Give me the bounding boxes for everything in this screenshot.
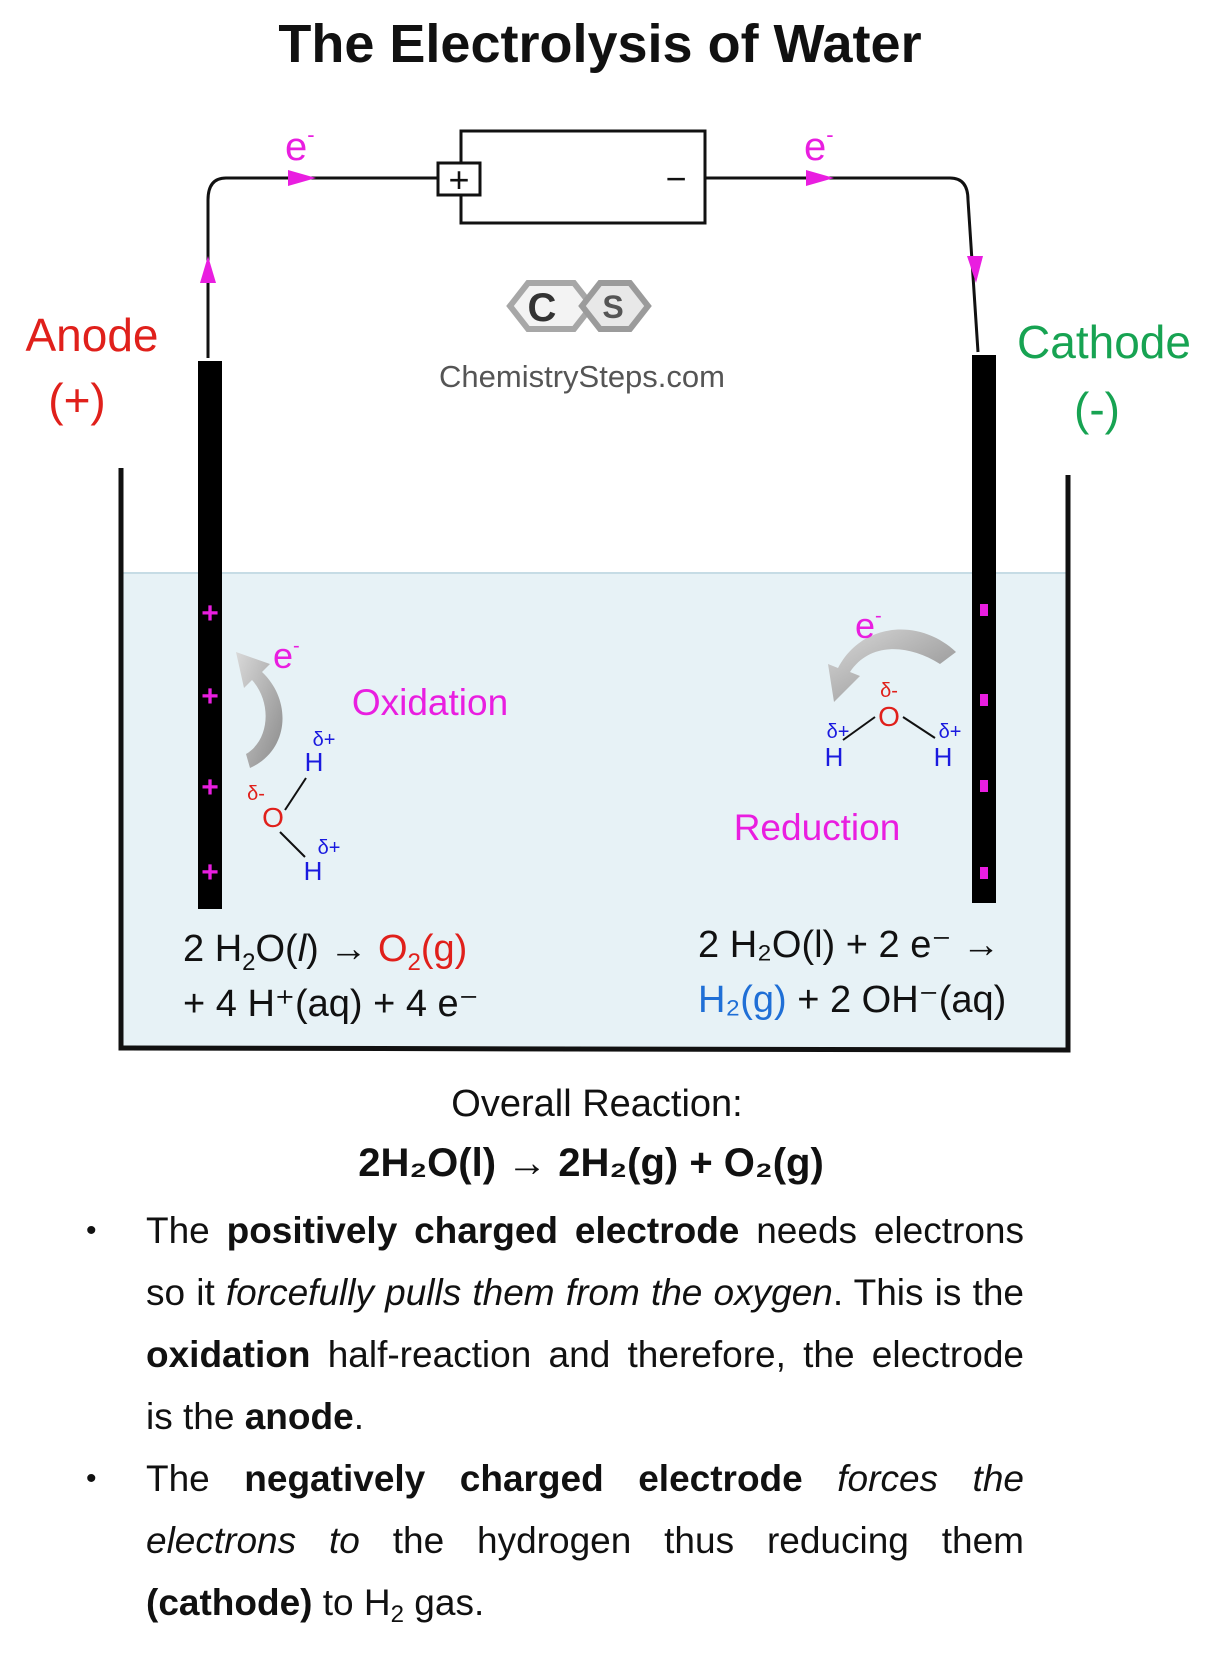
battery-negative-sign: − [665, 158, 686, 199]
oxidation-label: Oxidation [352, 682, 508, 723]
oxidation-delta-plus-top: δ+ [313, 729, 336, 751]
reduction-water-molecule: δ- O δ+ H δ+ H [825, 680, 962, 772]
svg-text:+: + [201, 856, 219, 889]
electrolysis-diagram: The Electrolysis of Water + − e- e- C S … [25, 14, 1191, 1185]
bullet-marker: • [86, 1462, 97, 1495]
oxidation-delta-minus: δ- [247, 783, 265, 805]
oxidation-water-molecule: δ+ H δ- O δ+ H [247, 729, 340, 886]
anode-electrode [198, 361, 222, 909]
anode-sign: (+) [48, 374, 106, 426]
reduction-label: Reduction [734, 807, 901, 848]
logo-letter-s: S [602, 289, 623, 325]
anode-label: Anode [25, 309, 158, 361]
reduction-hydrogen-left: H [825, 742, 844, 772]
oxidation-oxygen: O [262, 802, 284, 833]
watermark-logo: C S [506, 280, 652, 332]
electron-flow-arrow-right-down [967, 256, 983, 283]
logo-letter-c: C [528, 286, 557, 330]
beaker [118, 468, 1071, 1053]
anode-charge-marks: + + + + [201, 597, 219, 889]
electron-label-right: e- [804, 122, 834, 169]
reduction-electron-label: e- [855, 605, 882, 646]
oxidation-hydrogen-top: H [305, 747, 324, 777]
electron-flow-arrow-top-left [288, 170, 316, 186]
watermark-site: ChemistrySteps.com [439, 359, 725, 394]
cathode-electrode [972, 355, 996, 903]
bullet-text-anode: The positively charged electrode needs e… [146, 1210, 1024, 1437]
electron-label-left: e- [285, 122, 315, 169]
reduction-delta-minus: δ- [880, 680, 898, 702]
wire-right [705, 176, 980, 353]
reduction-delta-plus-left: δ+ [827, 721, 850, 743]
battery [459, 129, 707, 225]
oxidation-delta-plus-bottom: δ+ [318, 837, 341, 859]
overall-reaction-equation: 2H₂O(l) → 2H₂(g) + O₂(g) [358, 1141, 824, 1185]
bullet-marker: • [86, 1214, 97, 1247]
oxidation-electron-arrow [236, 652, 283, 768]
bullet-text-cathode: The negatively charged electrode forces … [146, 1458, 1024, 1629]
water-solution [121, 573, 1068, 1048]
cathode-charge-marks [980, 604, 988, 879]
svg-text:+: + [201, 771, 219, 804]
battery-positive-terminal [436, 161, 482, 197]
cathode-label: Cathode [1017, 316, 1191, 368]
reduction-delta-plus-right: δ+ [939, 721, 962, 743]
battery-positive-sign: + [448, 159, 469, 200]
reduction-hydrogen-right: H [934, 742, 953, 772]
svg-text:+: + [201, 680, 219, 713]
oxidation-hydrogen-bottom: H [304, 856, 323, 886]
reduction-equation-line2: H₂(g) + 2 OH⁻(aq) [698, 979, 1006, 1021]
oxidation-electron-label: e- [273, 635, 300, 676]
reduction-equation-line1: 2 H₂O(l) + 2 e⁻ → [698, 924, 1000, 966]
wire-left [206, 176, 440, 358]
electron-flow-arrow-left-up [200, 256, 216, 283]
overall-reaction-label: Overall Reaction: [451, 1083, 742, 1125]
page-title: The Electrolysis of Water [278, 14, 921, 74]
oxidation-equation-line1: 2 H2O(l) → O2(g) [183, 928, 467, 976]
cathode-sign: (-) [1074, 383, 1120, 435]
svg-text:+: + [201, 597, 219, 630]
reduction-electron-arrow [828, 629, 956, 702]
reduction-oxygen: O [878, 701, 900, 732]
oxidation-equation-line2: + 4 H⁺(aq) + 4 e⁻ [183, 983, 479, 1025]
electron-flow-arrow-top-right [806, 170, 834, 186]
